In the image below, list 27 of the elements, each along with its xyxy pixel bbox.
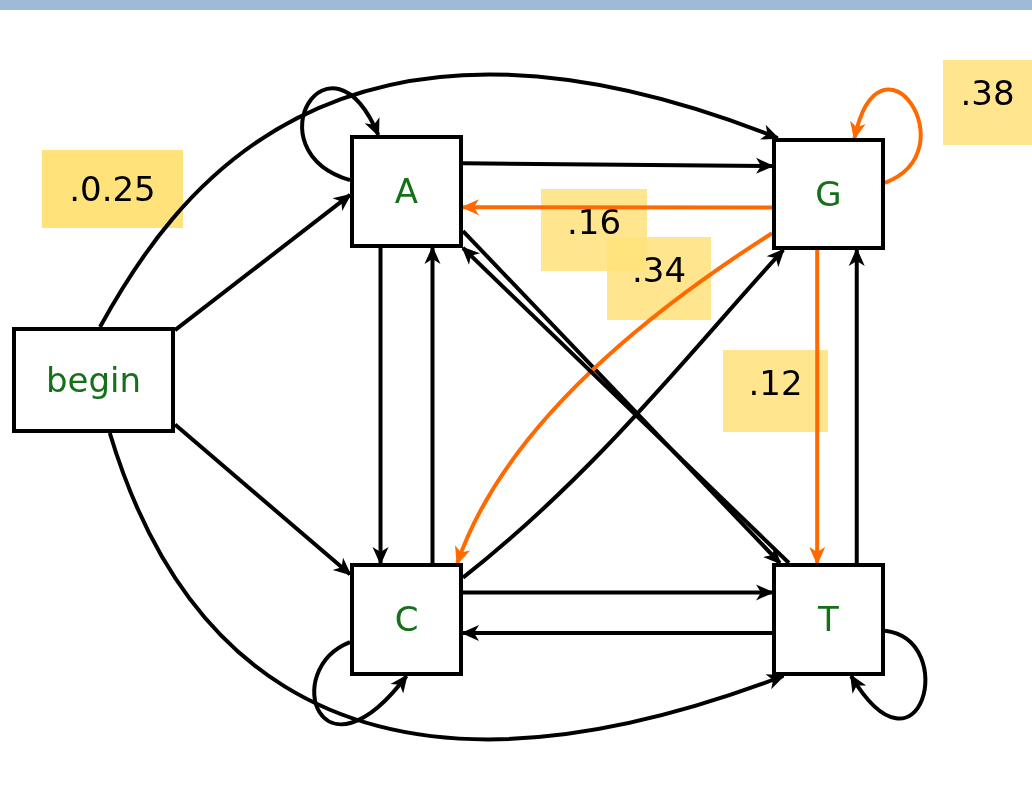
state-box <box>350 135 463 248</box>
state-name: C <box>394 598 419 641</box>
arrow <box>849 628 928 721</box>
probability-label: .0.25 <box>42 150 183 228</box>
state-name: begin <box>45 358 142 402</box>
state-name: G <box>815 172 842 216</box>
arrow <box>463 157 774 174</box>
arrow <box>851 88 923 185</box>
arrow <box>424 246 441 563</box>
arrow <box>372 248 389 565</box>
arrow <box>173 193 352 332</box>
edge-label: .12 <box>723 350 828 432</box>
arrow <box>107 432 786 741</box>
arrow <box>809 250 826 565</box>
arrow <box>300 87 380 183</box>
arrow <box>312 640 408 726</box>
arrow <box>848 248 865 563</box>
arrow <box>98 72 780 328</box>
state-box <box>350 563 463 676</box>
edge-label: .34 <box>607 237 711 320</box>
arrow <box>463 584 774 601</box>
state-box <box>772 138 885 250</box>
state-name: A <box>394 170 419 213</box>
edge-label: .38 <box>943 60 1032 145</box>
state-name: T <box>818 598 839 641</box>
state-box <box>772 563 885 676</box>
state-box <box>12 327 175 433</box>
